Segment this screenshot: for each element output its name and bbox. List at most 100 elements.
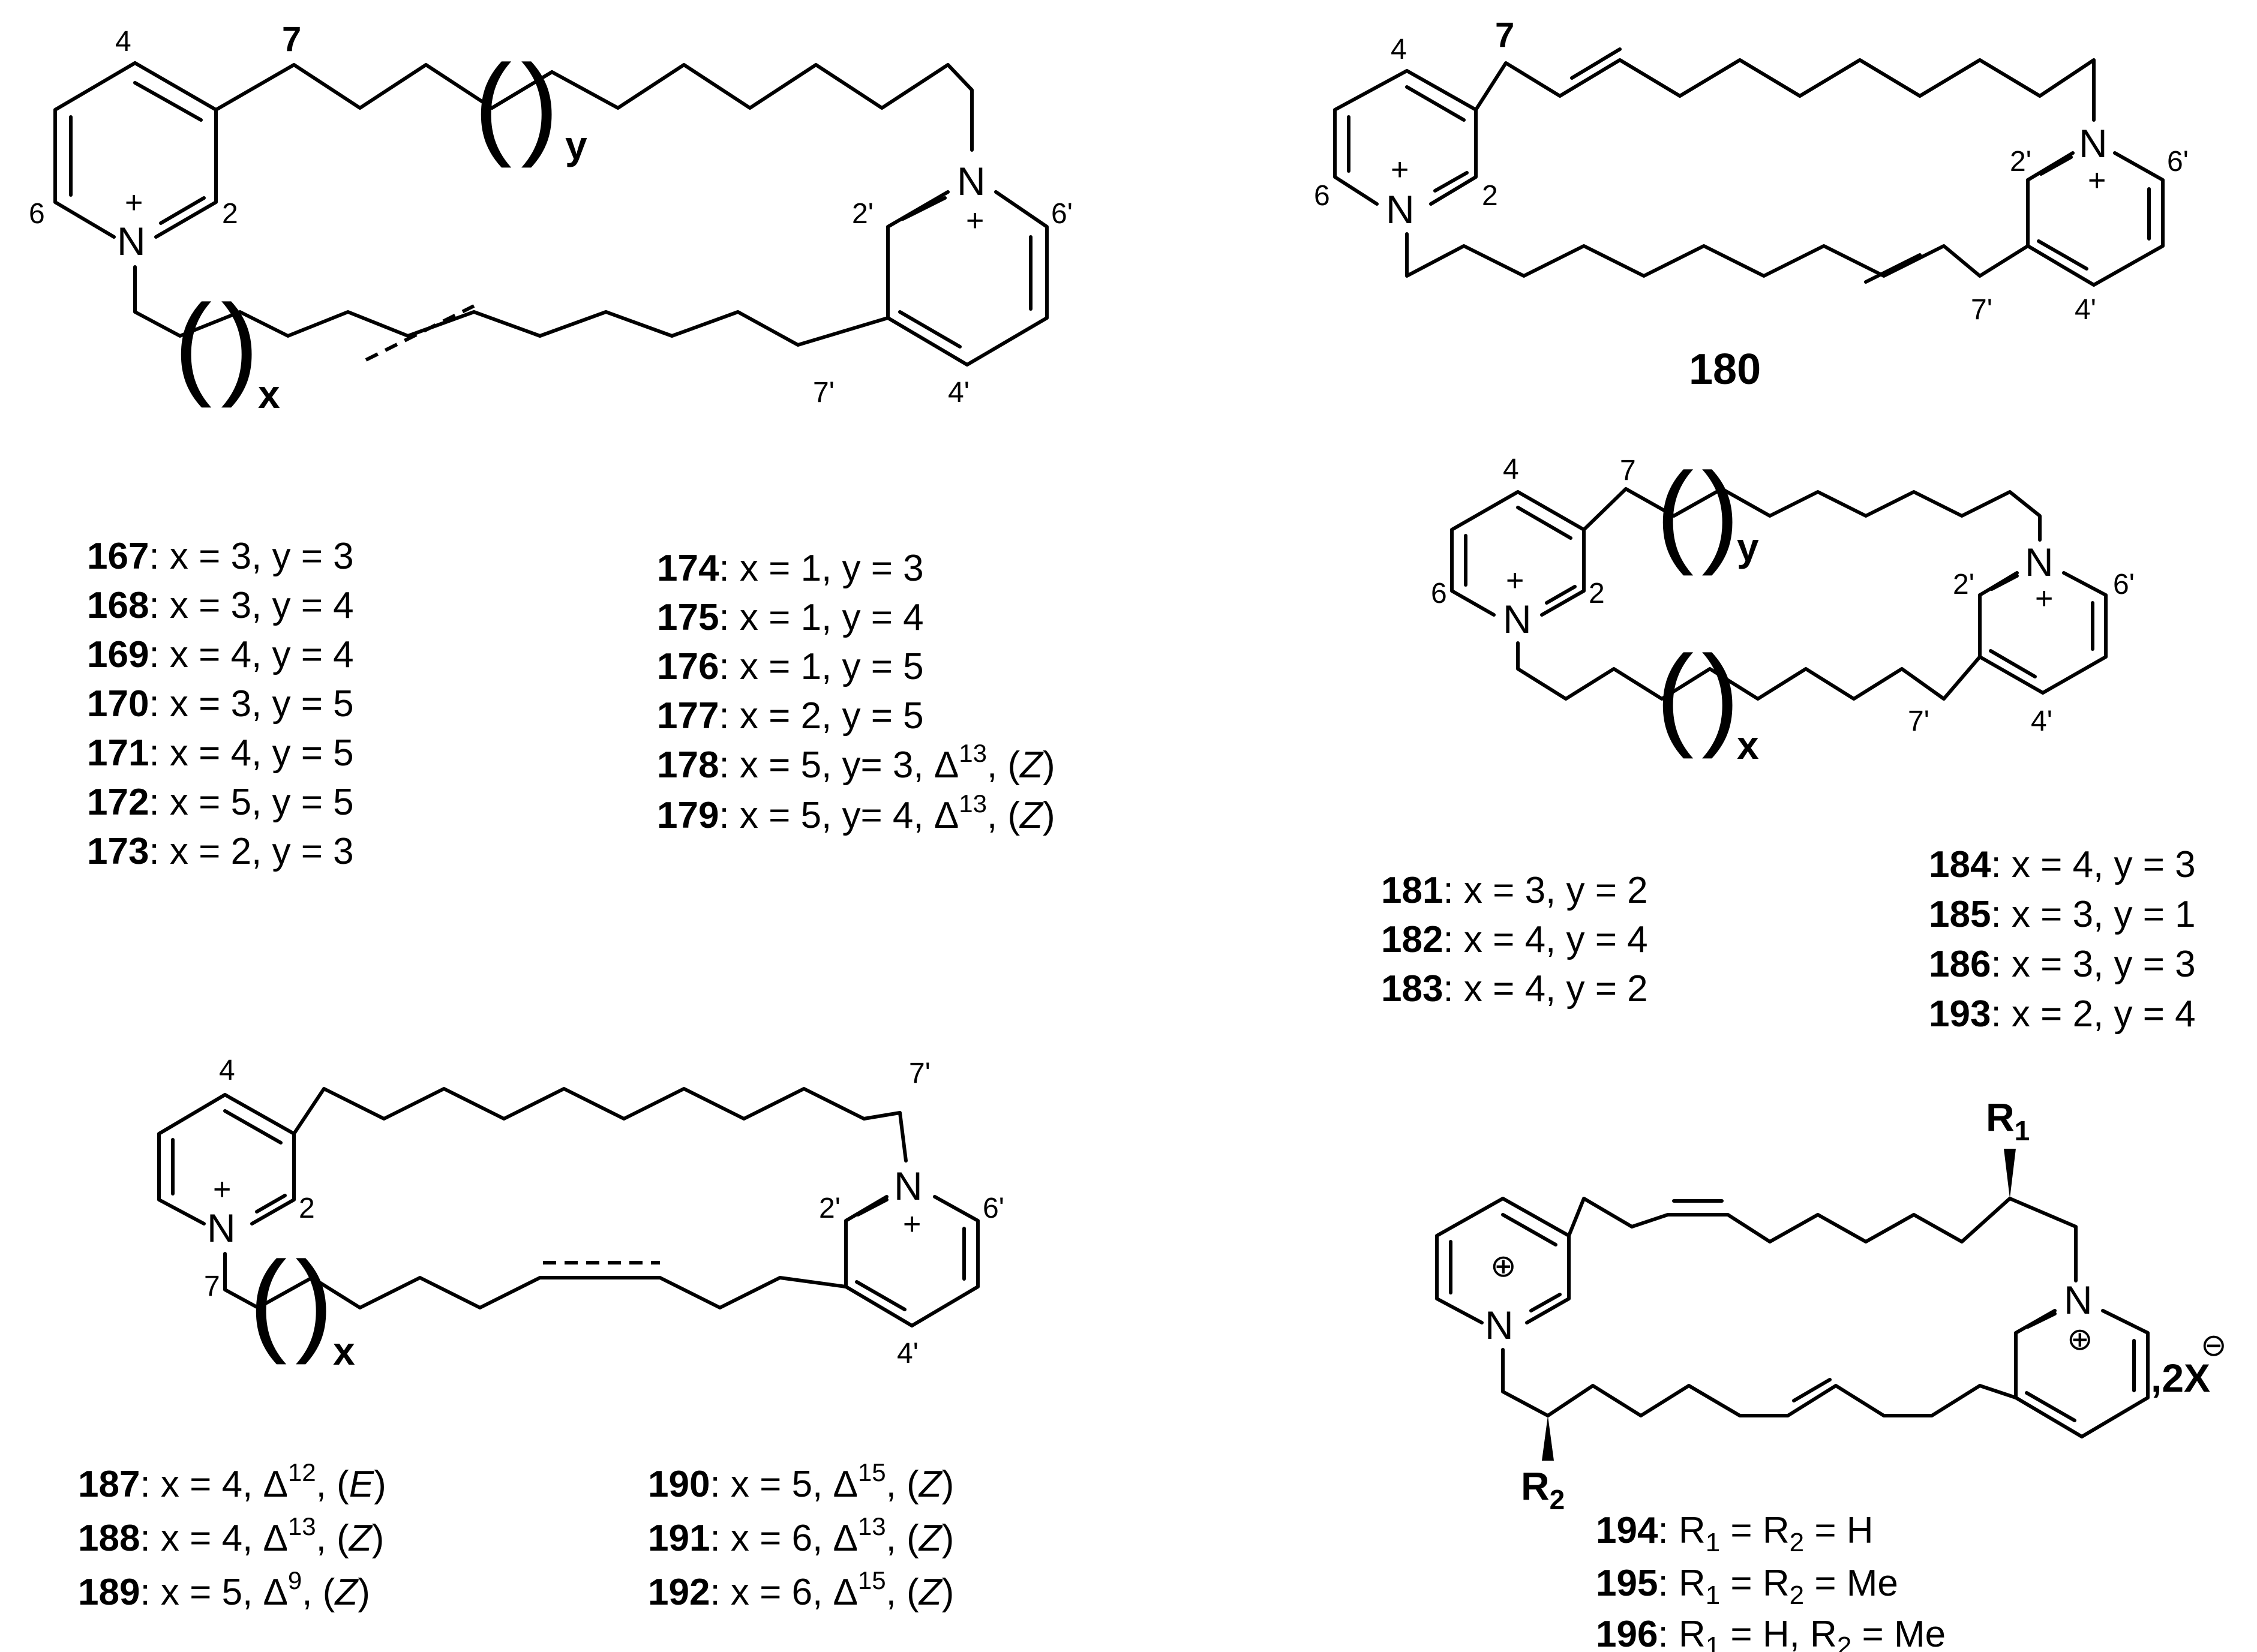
- right-pyridinium-ring: [886, 190, 1049, 367]
- locant-7p: 7': [813, 377, 835, 409]
- compound-list-187-189: 187: x = 4, Δ12, (E) 188: x = 4, Δ13, (Z…: [78, 1458, 386, 1613]
- n-atom-left: N: [117, 219, 146, 263]
- charge-left-187: +: [213, 1172, 231, 1207]
- r1-label: R1: [1986, 1095, 2030, 1146]
- pos-6p: 6': [1051, 198, 1073, 230]
- pos-2-180: 2: [1482, 180, 1498, 212]
- bottom-chain-181: [1516, 641, 1982, 701]
- compound-list-181-183: 181: x = 3, y = 2 182: x = 4, y = 4 183:…: [1381, 870, 1648, 1010]
- structure-180: N + 4 6 2 7 N + 2' 6' 4' 7' 180: [1314, 16, 2189, 394]
- paren-open-y-181: (: [1656, 449, 1694, 576]
- paren-open-x: (: [174, 281, 212, 409]
- charge-right: +: [966, 203, 984, 238]
- top-trans-double-180: [1570, 47, 1622, 80]
- structure-187-192: N + 4 2 7' N + 2' 6' 4' 7 ( ) x: [157, 1055, 1004, 1373]
- pos-2-181: 2: [1589, 578, 1605, 609]
- top-chain-194: [1567, 1197, 2078, 1282]
- compound-list-184-193: 184: x = 4, y = 3 185: x = 3, y = 1 186:…: [1929, 844, 2196, 1035]
- entry-183: 183: x = 4, y = 2: [1381, 968, 1648, 1010]
- charge-right-194: ⊕: [2067, 1322, 2093, 1357]
- var-y-181: y: [1737, 525, 1759, 569]
- paren-close-y-181: ): [1701, 449, 1739, 576]
- entry-185: 185: x = 3, y = 1: [1929, 894, 2196, 935]
- n-atom-right-194: N: [2064, 1278, 2093, 1322]
- entry-196: 196: R1 = H, R2 = Me: [1596, 1614, 1946, 1652]
- paren-close-x-187: ): [295, 1238, 333, 1365]
- left-pyridinium-ring-194: [1435, 1197, 1571, 1324]
- entry-177: 177: x = 2, y = 5: [657, 695, 924, 737]
- top-chain-b: [550, 63, 974, 152]
- r1-wedge: [2004, 1149, 2016, 1199]
- n-atom-right: N: [957, 159, 986, 203]
- entry-193: 193: x = 2, y = 4: [1929, 993, 2196, 1035]
- entry-188: 188: x = 4, Δ13, (Z): [78, 1512, 384, 1559]
- entry-192: 192: x = 6, Δ15, (Z): [648, 1566, 954, 1613]
- compound-list-194-196: 194: R1 = R2 = H 195: R1 = R2 = Me 196: …: [1596, 1510, 1946, 1652]
- entry-169: 169: x = 4, y = 4: [87, 634, 354, 675]
- pos-4p-187: 4': [897, 1338, 919, 1369]
- entry-187: 187: x = 4, Δ12, (E): [78, 1458, 386, 1505]
- compound-list-190-192: 190: x = 5, Δ15, (Z) 191: x = 6, Δ13, (Z…: [648, 1458, 954, 1613]
- entry-191: 191: x = 6, Δ13, (Z): [648, 1512, 954, 1559]
- charge-right-180: +: [2088, 163, 2106, 198]
- var-x: x: [258, 372, 280, 416]
- left-pyridinium-ring-180: [1333, 69, 1478, 206]
- right-pyridinium-ring-180: [2026, 151, 2165, 287]
- compound-list-167-173: 167: x = 3, y = 3 168: x = 3, y = 4 169:…: [87, 536, 354, 872]
- bottom-chain-194: [1501, 1348, 2018, 1417]
- locant-7p-180: 7': [1971, 294, 1992, 326]
- n-atom-left-194: N: [1485, 1303, 1514, 1347]
- pos-4-180: 4: [1391, 34, 1407, 65]
- n-atom-left-180: N: [1386, 187, 1415, 232]
- right-pyridinium-ring-187: [844, 1195, 980, 1327]
- charge-left: +: [125, 185, 143, 220]
- pos-4p: 4': [948, 377, 970, 409]
- r2-label: R2: [1521, 1464, 1565, 1515]
- counterion-charge: ⊖: [2201, 1328, 2227, 1363]
- entry-176: 176: x = 1, y = 5: [657, 646, 924, 687]
- bottom-cis-double-194: [1792, 1378, 1832, 1402]
- left-pyridinium-ring-187: [157, 1093, 296, 1226]
- pos-6-181: 6: [1431, 578, 1447, 609]
- pos-2p: 2': [852, 198, 874, 230]
- var-x-181: x: [1737, 723, 1759, 767]
- locant-7-181: 7: [1620, 455, 1636, 486]
- left-pyridinium-ring: [53, 61, 218, 239]
- entry-194: 194: R1 = R2 = H: [1596, 1510, 1874, 1557]
- bottom-chain-180: [1405, 232, 2030, 278]
- bottom-trans-double-180: [1864, 253, 1922, 284]
- n-atom-right-187: N: [894, 1164, 923, 1208]
- right-pyridinium-ring-181: [1978, 571, 2108, 695]
- pos-6p-181: 6': [2113, 569, 2135, 600]
- entry-172: 172: x = 5, y = 5: [87, 782, 354, 823]
- charge-right-181: +: [2035, 581, 2053, 616]
- pos-2-187: 2: [299, 1193, 315, 1224]
- var-x-187: x: [333, 1329, 355, 1373]
- top-chain-181: [1582, 487, 2042, 542]
- paren-close-x-181: ): [1701, 632, 1739, 759]
- top-chain-a: [214, 63, 554, 112]
- pos-2p-181: 2': [1953, 569, 1974, 600]
- entry-171: 171: x = 4, y = 5: [87, 732, 354, 774]
- compound-list-174-179: 174: x = 1, y = 3 175: x = 1, y = 4 176:…: [657, 548, 1055, 836]
- locant-7-180: 7: [1495, 16, 1514, 55]
- entry-195: 195: R1 = R2 = Me: [1596, 1563, 1898, 1610]
- right-pyridinium-ring-194: [2014, 1309, 2150, 1438]
- entry-175: 175: x = 1, y = 4: [657, 597, 924, 638]
- pos-2p-187: 2': [819, 1193, 841, 1224]
- entry-178: 178: x = 5, y= 3, Δ13, (Z): [657, 739, 1055, 786]
- paren-open-x-187: (: [249, 1238, 287, 1365]
- structure-181-193: N + 4 6 2 7 ( ) y N + 2' 6' 4' 7' ( ) x: [1431, 449, 2135, 767]
- bottom-chain-187: [223, 1252, 848, 1309]
- pos-2p-180: 2': [2010, 146, 2031, 178]
- pos-6p-180: 6': [2167, 146, 2189, 178]
- locant-7p-181: 7': [1908, 705, 1929, 737]
- counterion: ,2X: [2151, 1356, 2210, 1400]
- entry-184: 184: x = 4, y = 3: [1929, 844, 2196, 885]
- structure-167-179: N + 4 6 2 7 ( ) y N + 2' 6' 4' ( ) x 7': [29, 20, 1073, 416]
- locant-7p-187: 7': [909, 1058, 931, 1089]
- n-atom-left-181: N: [1503, 597, 1532, 641]
- entry-179: 179: x = 5, y= 4, Δ13, (Z): [657, 789, 1055, 836]
- entry-168: 168: x = 3, y = 4: [87, 585, 354, 626]
